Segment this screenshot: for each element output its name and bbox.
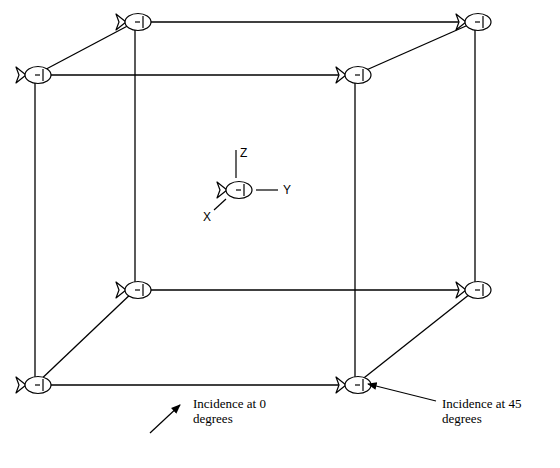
incidence-label: Incidence at 45 degrees [442,396,532,426]
axis-label: Y [283,183,291,198]
axis-label: Z [240,146,247,161]
fish-icons [16,14,491,394]
cube-edges [35,22,475,385]
axis-label: X [203,210,211,225]
incidence-arrows [150,384,436,433]
incidence-label: Incidence at 0 degrees [193,396,281,426]
